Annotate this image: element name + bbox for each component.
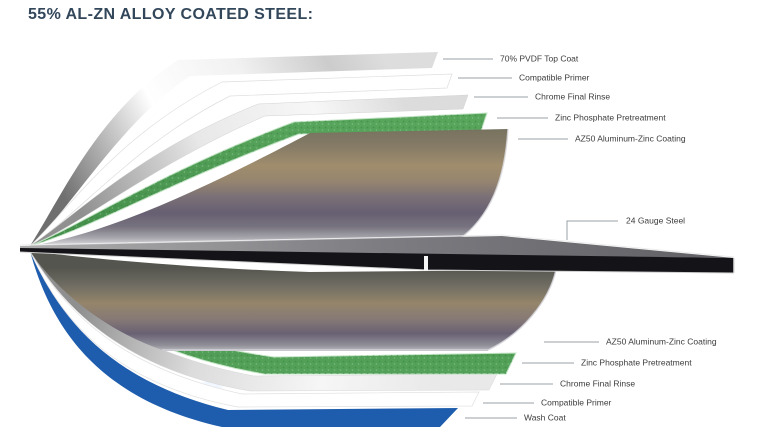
layer-top-az50-edge-highlight [457, 128, 509, 241]
label-bottom-wash-coat: Wash Coat [524, 412, 566, 422]
layer-top-zinc-phosphate-texture [30, 113, 487, 246]
label-bottom-chrome-final-rinse: Chrome Final Rinse [560, 378, 635, 388]
leader-lines [443, 58, 618, 419]
label-top-az50-coating: AZ50 Aluminum-Zinc Coating [575, 133, 686, 143]
layer-bottom-az50-coating-shape [30, 251, 556, 350]
steel-top-edge-highlight [19, 234, 735, 258]
layer-bottom-wash-coat-shape [30, 251, 458, 427]
label-bottom-az50-coating: AZ50 Aluminum-Zinc Coating [606, 336, 717, 346]
label-top-compatible-primer: Compatible Primer [519, 72, 590, 82]
layer-top-az50-coating-shape [30, 129, 508, 246]
layer-bottom-zinc-phosphate-texture [30, 251, 516, 374]
layer-top-pvdf-topcoat-shape [30, 52, 438, 246]
bottom-layer-stack [29, 250, 557, 427]
label-top-zinc-phosphate: Zinc Phosphate Pretreatment [555, 112, 666, 122]
label-top-pvdf-topcoat: 70% PVDF Top Coat [500, 53, 579, 63]
steel-top-face [20, 236, 734, 258]
steel-edge-notch [424, 256, 428, 271]
leader-core-steel [566, 220, 618, 240]
label-bottom-compatible-primer: Compatible Primer [541, 397, 612, 407]
layer-labels: 70% PVDF Top Coat Compatible Primer Chro… [500, 53, 717, 422]
layer-bottom-compatible-primer-shape [29, 250, 480, 408]
top-layer-stack [29, 52, 509, 247]
label-top-chrome-final-rinse: Chrome Final Rinse [535, 91, 610, 101]
layer-top-chrome-final-rinse-shape [29, 94, 469, 247]
layer-top-compatible-primer-shape [29, 73, 453, 247]
page-title: 55% AL-ZN ALLOY COATED STEEL: [28, 6, 314, 23]
label-core-24-gauge-steel: 24 Gauge Steel [626, 215, 685, 225]
steel-core-sheet [19, 234, 735, 274]
layer-bottom-az50-edge-highlight [487, 269, 557, 351]
label-bottom-zinc-phosphate: Zinc Phosphate Pretreatment [581, 357, 692, 367]
steel-front-edge [20, 248, 734, 273]
